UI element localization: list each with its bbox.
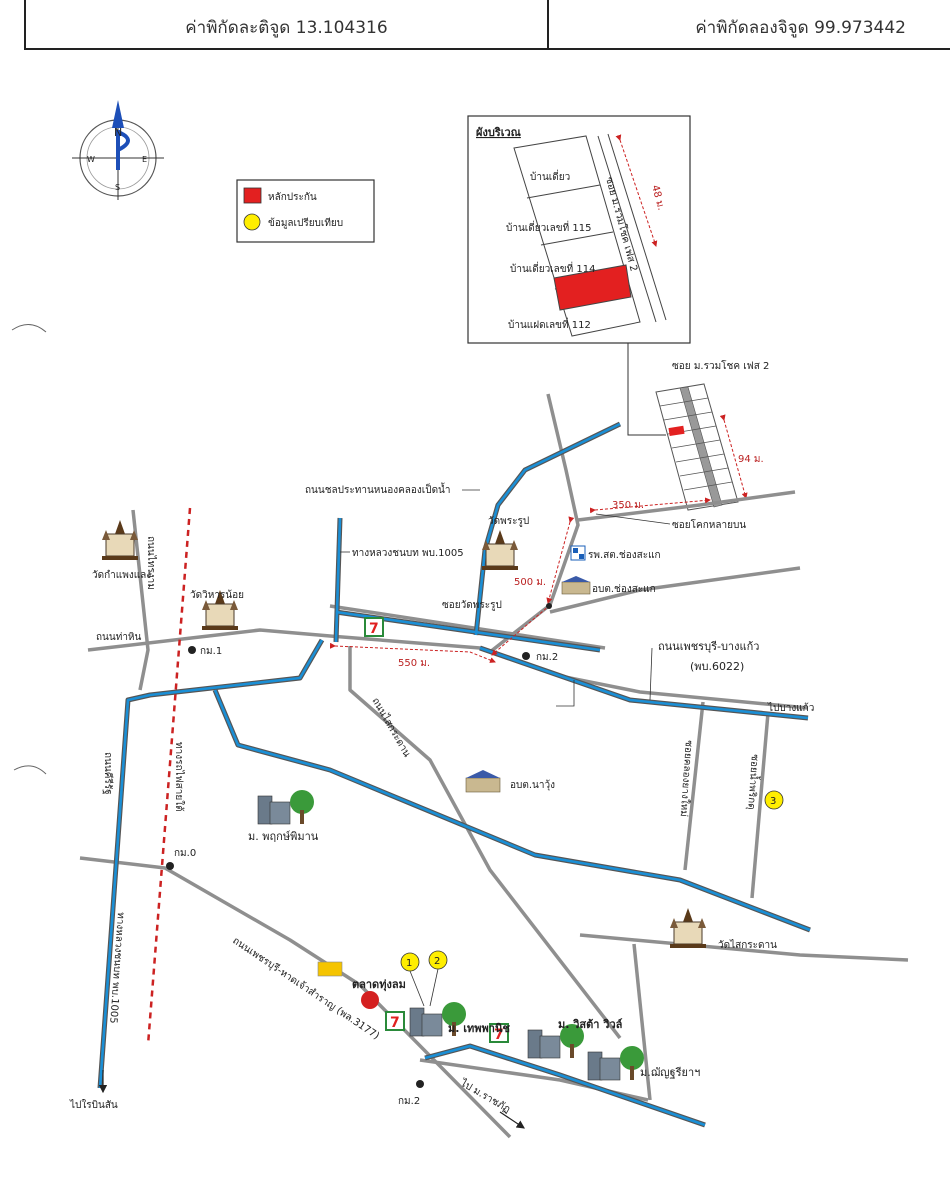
scan-mark — [11, 324, 47, 333]
soi-wat-phra-rup-label: ซอยวัดพระรูป — [442, 600, 502, 611]
soi-ruamchoke-distance: 94 ม. — [738, 454, 764, 465]
km-label: กม.2 — [398, 1096, 420, 1107]
inset-title: ผังบริเวณ — [476, 126, 522, 139]
convenience-store-icon: 7 — [385, 1011, 405, 1031]
temple-icon — [102, 520, 138, 560]
west-letter: W — [87, 155, 95, 164]
legend-swatch-comparable — [243, 213, 261, 231]
north-letter: N — [114, 126, 122, 139]
market-icon — [361, 991, 379, 1009]
svg-text:2: 2 — [434, 956, 440, 967]
comparable-marker: 3 — [764, 790, 784, 810]
soi-khlong-yai-label: ซอยคลองยางใหม่ — [678, 740, 695, 817]
inset-parcel-label: บ้านเดี่ยว — [530, 169, 570, 183]
comparable-marker: 2 — [428, 950, 448, 1007]
compass-rose: N W E S — [72, 100, 164, 200]
housing-estate-icon — [257, 790, 314, 825]
distance-550: 550 ม. — [398, 658, 430, 669]
sai-krathan-road-label: ถนนไสกระดาน — [369, 696, 413, 760]
convenience-store-icon: 7 — [364, 617, 384, 637]
distance-550-line — [329, 642, 496, 663]
km-label: กม.2 — [536, 652, 558, 663]
comparable-marker: 1 — [400, 952, 425, 1007]
soi-khok-label: ซอยโคกหลายบน — [672, 518, 746, 531]
temple-icon — [670, 908, 706, 948]
sao-chong-label: อบต.ช่องสะแก — [592, 584, 656, 595]
coordinate-bar: ค่าพิกัดละติจูด 13.104316 ค่าพิกัดลองจิจ… — [24, 0, 950, 50]
km-marker — [166, 862, 174, 870]
route-1005-top-label: ทางหลวงชนบท พบ.1005 — [352, 548, 464, 559]
inset-leader-line — [627, 343, 666, 436]
tha-hin-road-label: ถนนท่าหิน — [96, 632, 142, 643]
km-marker — [188, 646, 196, 654]
hospital-label: รพ.สต.ช่องสะแก — [588, 550, 661, 561]
collateral-parcel — [553, 264, 632, 311]
svg-text:7: 7 — [494, 1027, 504, 1043]
svg-text:1: 1 — [406, 958, 412, 969]
distance-350: 350 ม. — [612, 500, 644, 511]
sao-na-wung-label: อบต.นาวุ้ง — [510, 779, 555, 791]
to-airport-label: ไปใรบินสัน — [69, 1099, 118, 1111]
canal-road-label: ถนนชลประทานหนองคลองเป็ดน้ำ — [305, 482, 451, 496]
north-arrow-icon — [112, 100, 124, 128]
pruksa-label: ม. พฤกษ์พิมาน — [248, 830, 319, 843]
legend-label-collateral: หลักประกัน — [268, 192, 317, 203]
collateral-marker — [668, 425, 685, 437]
store-logo-icon — [317, 961, 343, 977]
housing-estate-icon — [527, 1024, 584, 1059]
chanya-label: ม.ฌัญฐรียาฯ — [640, 1066, 700, 1079]
housing-estate-icon — [587, 1046, 644, 1081]
inset-parcel-label: บ้านแฝดเลขที่ 112 — [508, 317, 591, 331]
south-letter: S — [115, 183, 120, 192]
km-label: กม.0 — [174, 848, 196, 859]
market-label: ตลาดทุ่งลม — [352, 978, 406, 992]
legend-swatch-collateral — [243, 187, 262, 204]
coordinate-divider — [547, 0, 549, 50]
latitude-label: ค่าพิกัดละติจูด 13.104316 — [185, 18, 388, 38]
east-letter: E — [142, 155, 147, 164]
wat-sai-krathan-label: วัดไสกระดาน — [718, 939, 777, 951]
soi-ruamchoke-label: ซอย ม.รวมโชค เฟส 2 — [672, 359, 769, 372]
government-building-icon — [561, 576, 591, 595]
railway-label: ทางรถไฟสายใต้ — [173, 742, 185, 812]
tai-road-label: ถนนไทรงาม — [145, 536, 157, 590]
distance-link-line — [491, 604, 551, 656]
main-road-name: ถนนเพชรบุรี-บางแก้ว — [658, 640, 759, 653]
distance-500-line — [546, 516, 575, 604]
canals — [97, 421, 811, 1128]
wat-phra-rup-label: วัดพระรูป — [488, 516, 529, 527]
ruamchoke-subdivision: ซอย ม.รวมโชค เฟส 2 94 ม. — [655, 359, 769, 511]
distance-350-line — [589, 497, 711, 514]
inset-parcel-label: บ้านเดี่ยวเลขที่ 114 — [510, 261, 595, 275]
legend: หลักประกัน ข้อมูลเปรียบเทียบ — [236, 179, 375, 243]
svg-text:3: 3 — [770, 796, 776, 807]
to-bang-kaeo-label: ไปบางแก้ว — [767, 702, 814, 714]
wat-wihan-noi-label: วัดวิหารน้อย — [190, 589, 244, 601]
wat-kam-phaeng-label: วัดกำแพงแลง — [92, 570, 151, 581]
junction-dot — [546, 603, 552, 609]
main-road-code: (พบ.6022) — [690, 660, 744, 673]
vista-label: ม. วิสต้า วิวล์ — [558, 1018, 623, 1031]
svg-text:7: 7 — [369, 621, 379, 637]
convenience-store-icon: 7 — [489, 1023, 509, 1043]
longitude-label: ค่าพิกัดลองจิจูด 99.973442 — [695, 18, 906, 38]
distance-500: 500 ม. — [514, 577, 546, 588]
svg-text:7: 7 — [390, 1015, 400, 1031]
km-label: กม.1 — [200, 646, 222, 657]
temple-icon — [202, 590, 238, 630]
km-marker — [522, 652, 530, 660]
government-building-icon — [465, 770, 501, 793]
hospital-icon — [570, 545, 586, 561]
thepparat-label: ม. เทพพานิช — [448, 1022, 510, 1035]
scan-mark — [13, 765, 47, 775]
temple-icon — [482, 530, 518, 570]
km-marker — [416, 1080, 424, 1088]
site-plan-inset: ผังบริเวณ บ้านเดี่ยว บ้านเดี่ยวเลขที่ 11… — [467, 115, 691, 344]
legend-label-comparable: ข้อมูลเปรียบเทียบ — [268, 217, 343, 229]
inset-parcel-label: บ้านเดี่ยวเลขที่ 115 — [506, 220, 591, 234]
railway-line — [146, 507, 192, 1046]
housing-estate-icon — [409, 1002, 466, 1037]
khiri-road-label: ถนนคีรีรัฐ — [102, 752, 114, 795]
